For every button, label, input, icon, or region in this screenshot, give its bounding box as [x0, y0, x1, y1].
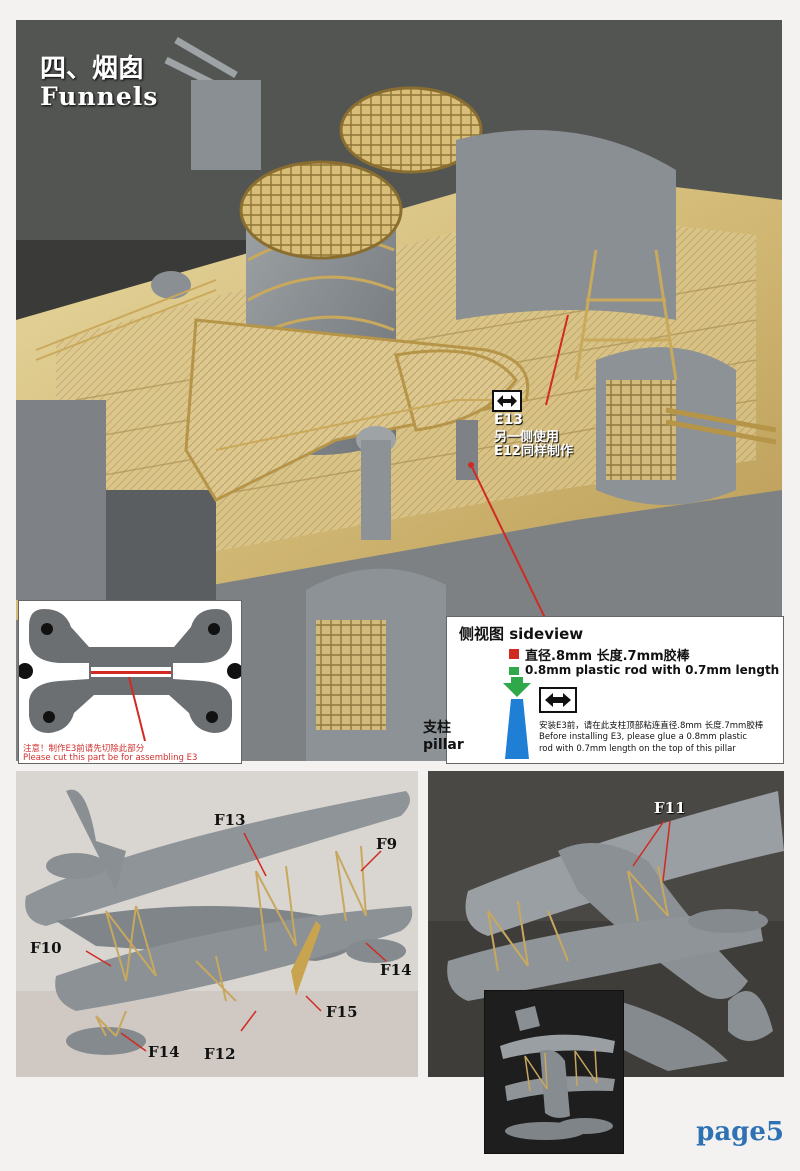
rod-spec-en: 0.8mm plastic rod with 0.7mm length [525, 663, 780, 677]
pillar-label-cn: 支柱 [423, 720, 451, 736]
pillar-instr-cn: 安装E3前，请在此支柱顶部粘连直径.8mm 长度.7mm胶棒 [539, 721, 764, 731]
double-arrow-icon [492, 390, 522, 412]
cut-note-en: Please cut this part be for assembling E… [23, 753, 198, 763]
green-marker [509, 667, 519, 675]
e3-part-diagram [17, 609, 243, 742]
page-number: page5 [696, 1117, 784, 1147]
part-label-f15: F15 [326, 1003, 358, 1021]
part-label-f14-right: F14 [380, 961, 412, 979]
sideview-panel: 侧视图 sideview 直径.8mm 长度.7mm胶棒 0.8mm plast… [423, 616, 784, 764]
biplane-inset-drawing [485, 991, 623, 1153]
pillar-diagram [503, 677, 531, 759]
e13-note-line1: 另一侧使用 [494, 430, 560, 445]
section-title-cn: 四、烟囱 [40, 54, 145, 84]
pillar-instr-en-2: rod with 0.7mm length on the top of this… [539, 744, 736, 754]
rod-spec-cn: 直径.8mm 长度.7mm胶棒 [525, 649, 690, 664]
part-label-f9: F9 [376, 835, 398, 853]
part-label-f10: F10 [30, 939, 62, 957]
sideview-heading: 侧视图 sideview [459, 625, 584, 643]
biplane-inset-photo [484, 990, 624, 1154]
pillar-label-en: pillar [423, 737, 464, 753]
pillar-instr-en-1: Before installing E3, please glue a 0.8m… [539, 732, 748, 742]
section-title-en: Funnels [40, 82, 159, 111]
part-label-f12: F12 [204, 1045, 236, 1063]
red-marker [509, 649, 519, 659]
double-arrow-icon [539, 687, 577, 713]
part-label-f11: F11 [654, 799, 686, 817]
e13-callout: E13 另一侧使用 E12同样制作 [490, 388, 625, 459]
cut-diagram-panel: 注意！制作E3前请先切除此部分 Please cut this part be … [17, 600, 243, 764]
biplane-front-photo: F13 F9 F10 F14 F15 F12 F14 [16, 771, 418, 1077]
e13-part-label: E13 [494, 412, 524, 428]
biplane-front-drawing [16, 771, 418, 1077]
part-label-f13: F13 [214, 811, 246, 829]
part-label-f14-left: F14 [148, 1043, 180, 1061]
cut-note-cn: 注意！制作E3前请先切除此部分 [23, 744, 145, 754]
e13-note-line2: E12同样制作 [494, 444, 573, 459]
